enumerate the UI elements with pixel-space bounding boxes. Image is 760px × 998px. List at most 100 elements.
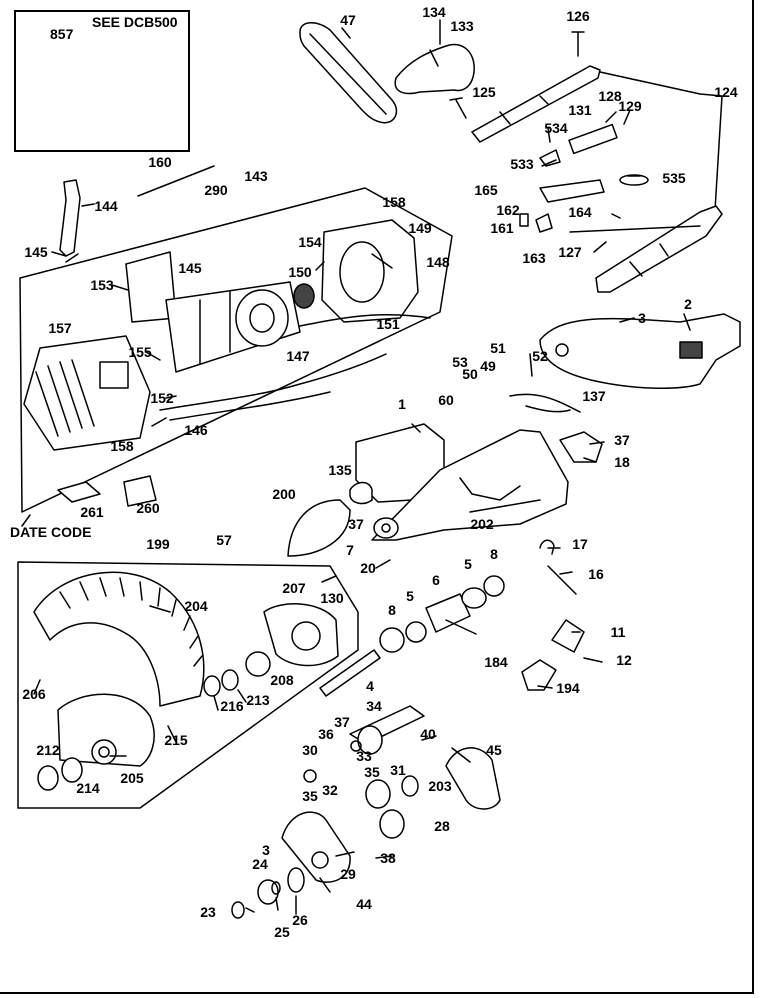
callout-c204: 204 (184, 598, 208, 614)
callout-c33: 33 (356, 748, 372, 764)
label-261-drawing (57, 481, 101, 503)
callout-c165: 165 (474, 182, 498, 198)
callout-c162: 162 (496, 202, 520, 218)
callout-c135: 135 (328, 462, 352, 478)
callout-c155: 155 (128, 344, 152, 360)
callout-c60: 60 (438, 392, 454, 408)
callout-c147: 147 (286, 348, 310, 364)
callout-c3a: 3 (638, 310, 646, 326)
switch-plate-drawing (568, 123, 618, 155)
callout-c38: 38 (380, 850, 396, 866)
callout-c158b: 158 (110, 438, 134, 454)
date-code-leader (21, 514, 31, 527)
handle-grip-drawing (394, 43, 475, 95)
callout-c18: 18 (614, 454, 630, 470)
callout-c24: 24 (252, 856, 268, 872)
callout-c35b: 35 (302, 788, 318, 804)
handle-rail-drawing (471, 65, 601, 143)
callout-c130: 130 (320, 590, 344, 606)
callout-c3b: 3 (262, 842, 270, 858)
callout-c125: 125 (472, 84, 496, 100)
callout-c51: 51 (490, 340, 506, 356)
callout-c202: 202 (470, 516, 494, 532)
callout-c148: 148 (426, 254, 450, 270)
date-code-label: DATE CODE (10, 524, 92, 540)
inset-note: SEE DCB500 (92, 14, 178, 30)
battery-inset (14, 10, 190, 152)
callout-c17: 17 (572, 536, 588, 552)
callout-c216: 216 (220, 698, 244, 714)
callout-c5a: 5 (464, 556, 472, 572)
gear-plate-drawing (281, 811, 351, 883)
callout-c6: 6 (432, 572, 440, 588)
callout-c133: 133 (450, 18, 474, 34)
callout-c533: 533 (510, 156, 534, 172)
blade-guard-group-outline (17, 561, 359, 809)
callout-c128: 128 (598, 88, 622, 104)
callout-c16: 16 (588, 566, 604, 582)
callout-c129: 129 (618, 98, 642, 114)
callout-c57: 57 (216, 532, 232, 548)
callout-c213: 213 (246, 692, 270, 708)
callout-c153: 153 (90, 277, 114, 293)
callout-c199: 199 (146, 536, 170, 552)
callout-c30: 30 (302, 742, 318, 758)
callout-c200: 200 (272, 486, 296, 502)
callout-c37c: 37 (334, 714, 350, 730)
callout-c11: 11 (610, 624, 626, 640)
callout-c53: 53 (452, 354, 468, 370)
callout-c49: 49 (480, 358, 496, 374)
callout-c8a: 8 (490, 546, 498, 562)
callout-c146: 146 (184, 422, 208, 438)
callout-c206: 206 (22, 686, 46, 702)
callout-c134: 134 (422, 4, 446, 20)
callout-c23: 23 (200, 904, 216, 920)
callout-c12: 12 (616, 652, 632, 668)
gasket-drawing (445, 747, 501, 810)
bracket-142-line (599, 71, 723, 211)
callout-c20: 20 (360, 560, 376, 576)
lever-drawing (59, 179, 81, 257)
callout-c36: 36 (318, 726, 334, 742)
callout-c45: 45 (486, 742, 502, 758)
callout-c157: 157 (48, 320, 72, 336)
lower-guard-lever-drawing (559, 431, 603, 463)
callout-c260: 260 (136, 500, 160, 516)
callout-c184: 184 (484, 654, 508, 670)
callout-c144: 144 (94, 198, 118, 214)
callout-c25: 25 (274, 924, 290, 940)
callout-c534: 534 (544, 120, 568, 136)
motor-group-outline (19, 187, 453, 513)
callout-c127: 127 (558, 244, 582, 260)
callout-c160: 160 (148, 154, 172, 170)
callout-c261: 261 (80, 504, 104, 520)
callout-c40: 40 (420, 726, 436, 742)
callout-c28: 28 (434, 818, 450, 834)
callout-c47: 47 (340, 12, 356, 28)
callout-c8b: 8 (388, 602, 396, 618)
label-260-drawing (123, 475, 157, 507)
callout-c215: 215 (164, 732, 188, 748)
callout-c158a: 158 (382, 194, 406, 210)
callout-c35a: 35 (364, 764, 380, 780)
callout-c194: 194 (556, 680, 580, 696)
callout-c208: 208 (270, 672, 294, 688)
callout-c212: 212 (36, 742, 60, 758)
wiring-harness-drawing (159, 353, 387, 411)
callout-c34: 34 (366, 698, 382, 714)
spindle-shaft-drawing (319, 649, 381, 697)
callout-c150: 150 (288, 264, 312, 280)
callout-c152: 152 (150, 390, 174, 406)
stator-drawing (321, 219, 419, 323)
callout-c7: 7 (346, 542, 354, 558)
callout-c26: 26 (292, 912, 308, 928)
callout-c44: 44 (356, 896, 372, 912)
gear-housing-drawing (263, 603, 339, 667)
callout-c207: 207 (282, 580, 306, 596)
upper-guard-drawing (539, 313, 741, 390)
callout-c50: 50 (462, 366, 478, 382)
callout-c143: 143 (244, 168, 268, 184)
callout-c163: 163 (522, 250, 546, 266)
callout-c203: 203 (428, 778, 452, 794)
